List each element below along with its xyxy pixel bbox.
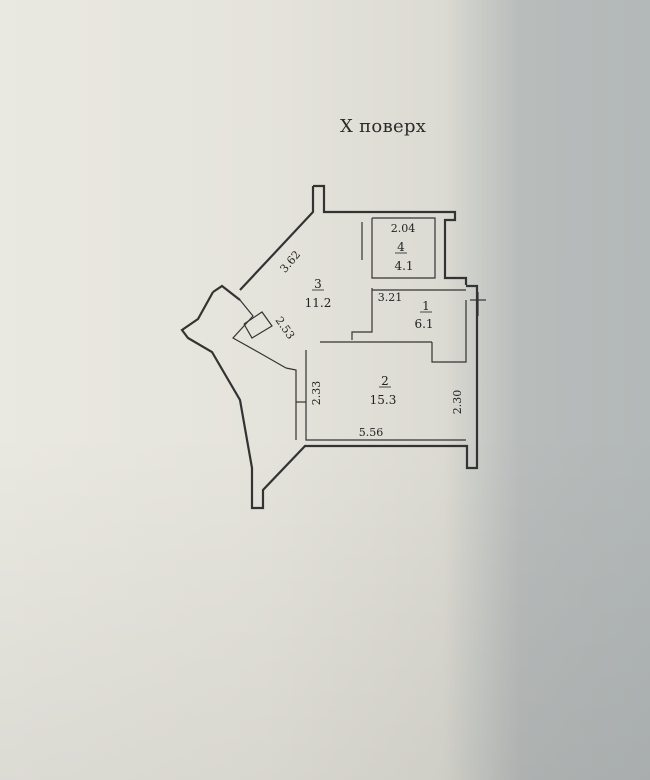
dim-room3-diag: 3.62: [277, 248, 303, 275]
room-area: 4.1: [394, 259, 413, 273]
diagonal-wall-upper: [239, 186, 315, 291]
room1-inner: [431, 300, 467, 363]
room-1-label: 1 6.1: [414, 299, 433, 331]
dim-room2-bottom: 5.56: [359, 426, 384, 439]
balcony-top: [212, 284, 241, 301]
room4-box: [371, 217, 436, 279]
dim-room4-width: 2.04: [391, 222, 416, 235]
floor-title: X поверх: [340, 116, 427, 137]
dim-balcony-diag: 2.53: [273, 314, 298, 342]
room-number: 4: [397, 240, 405, 254]
room-area: 11.2: [305, 296, 332, 310]
dim-room1-width: 3.21: [378, 291, 403, 304]
dim-room2-right: 2.30: [451, 390, 464, 415]
room-area: 15.3: [370, 393, 397, 407]
outer-wall: [180, 284, 479, 510]
balcony-inner: [232, 299, 287, 369]
room-number: 1: [422, 299, 430, 313]
room-2-label: 2 15.3: [370, 374, 397, 407]
room-number: 3: [314, 277, 322, 291]
room-number: 2: [381, 374, 389, 388]
partition-b: [351, 288, 373, 340]
dim-room2-left: 2.33: [310, 381, 323, 406]
room2-box: [305, 350, 466, 441]
plan-walls: [180, 184, 486, 510]
top-wall: [313, 184, 468, 285]
room-area: 6.1: [414, 317, 433, 331]
vent-box: [243, 311, 273, 339]
room-4-label: 4 4.1: [394, 240, 413, 273]
balcony-link: [285, 367, 297, 440]
room-3-label: 3 11.2: [305, 277, 332, 310]
